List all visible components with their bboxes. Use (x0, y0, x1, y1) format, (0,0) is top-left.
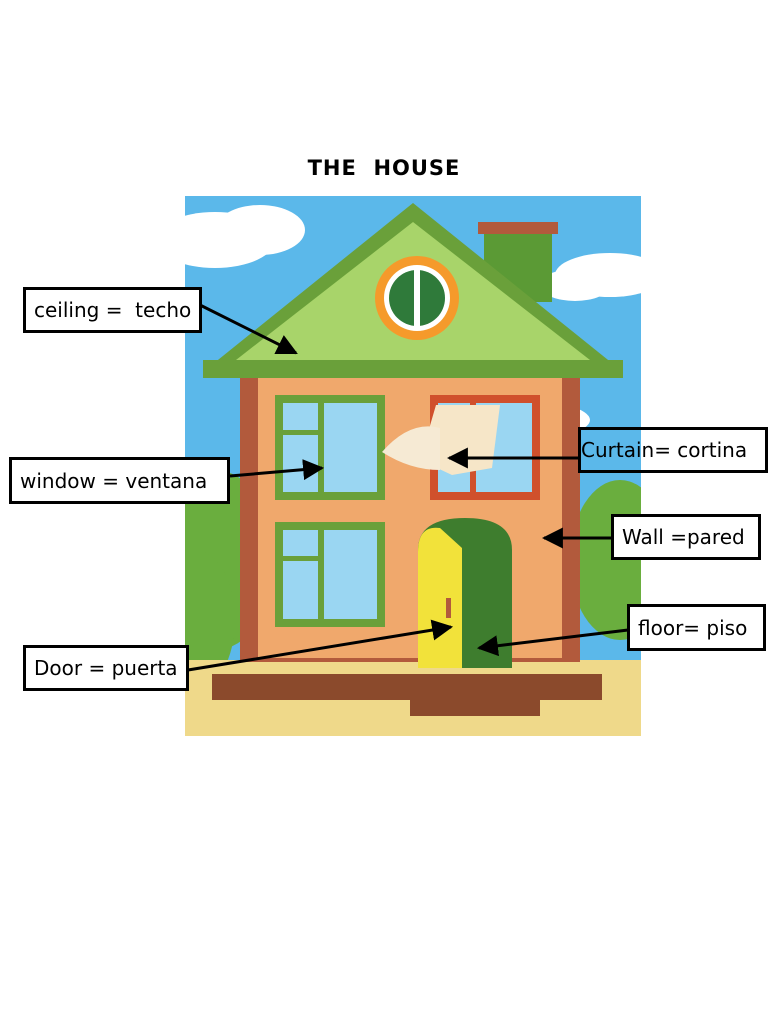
ceiling-arrow (199, 303, 298, 355)
window-with-curtain (382, 395, 540, 500)
attic-window (375, 256, 459, 340)
label-ceiling: ceiling = techo (23, 287, 202, 333)
label-floor: floor= piso (627, 604, 766, 651)
floor-arrow (476, 628, 629, 657)
label-curtain: Curtain= cortina (578, 427, 768, 473)
porch-step (212, 674, 602, 700)
front-step (410, 698, 540, 716)
window-upper-left (275, 395, 385, 500)
window-lower-left (275, 522, 385, 627)
window-arrow (229, 459, 325, 481)
page-title: THE HOUSE (307, 156, 461, 180)
door-arrow (187, 619, 454, 672)
label-window: window = ventana (9, 457, 230, 504)
label-wall: Wall =pared (611, 514, 761, 560)
leader-lines (187, 303, 629, 672)
label-door: Door = puerta (23, 645, 189, 691)
